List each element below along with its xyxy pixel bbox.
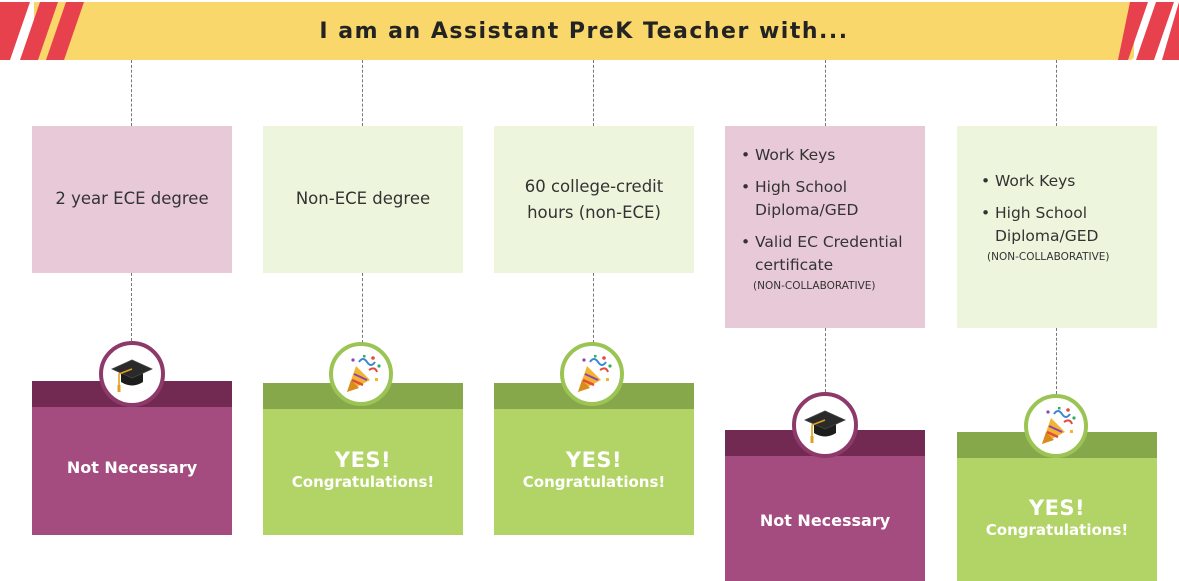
- connector-line: [825, 60, 826, 126]
- list-item: High School Diploma/GED: [979, 202, 1149, 248]
- option-box: Non-ECE degree: [263, 126, 463, 273]
- footnote: (NON-COLLABORATIVE): [753, 280, 876, 292]
- option-box: 2 year ECE degree: [32, 126, 232, 273]
- party-popper-icon: [1042, 407, 1076, 444]
- result-box: YES! Congratulations!: [494, 383, 694, 535]
- result-headline: YES!: [334, 448, 392, 472]
- connector-line: [593, 60, 594, 126]
- result-headline: YES!: [565, 448, 623, 472]
- result-subline: Congratulations!: [985, 520, 1129, 539]
- icon-circle: [1024, 394, 1088, 458]
- party-popper-icon: [347, 355, 381, 392]
- page-title: I am an Assistant PreK Teacher with...: [319, 18, 849, 44]
- option-label: Non-ECE degree: [295, 189, 431, 209]
- graduation-cap-icon: [804, 410, 846, 443]
- icon-circle: [329, 342, 393, 406]
- list-item: Work Keys: [979, 170, 1149, 193]
- list-item: High School Diploma/GED: [739, 176, 917, 222]
- requirement-list: Work Keys High School Diploma/GED Valid …: [739, 144, 917, 277]
- result-subline: Congratulations!: [522, 473, 666, 491]
- result-label: Not Necessary: [66, 458, 198, 477]
- party-popper-icon: [578, 355, 612, 392]
- result-headline: YES!: [1028, 495, 1086, 520]
- requirement-list: Work Keys High School Diploma/GED: [979, 170, 1149, 248]
- decorative-stripes-left: [0, 2, 84, 60]
- list-item: Valid EC Credential certificate: [739, 231, 917, 277]
- header-banner: [34, 2, 1134, 60]
- footnote: (NON-COLLABORATIVE): [987, 251, 1110, 263]
- connector-line: [1056, 328, 1057, 394]
- decorative-stripes-right: [1118, 2, 1179, 60]
- connector-line: [825, 328, 826, 392]
- option-box: 60 college-credit hours (non-ECE): [494, 126, 694, 273]
- graduation-cap-icon: [111, 359, 153, 392]
- option-box: Work Keys High School Diploma/GED (NON-C…: [957, 126, 1157, 328]
- option-box: Work Keys High School Diploma/GED Valid …: [725, 126, 925, 328]
- icon-circle: [560, 342, 624, 406]
- list-item: Work Keys: [739, 144, 917, 167]
- connector-line: [131, 60, 132, 126]
- connector-line: [131, 273, 132, 341]
- option-label: 60 college-credit hours (non-ECE): [524, 177, 664, 223]
- result-subline: Congratulations!: [291, 473, 435, 491]
- connector-line: [362, 273, 363, 343]
- connector-line: [593, 273, 594, 343]
- connector-line: [1056, 60, 1057, 126]
- result-label: Not Necessary: [759, 510, 891, 530]
- icon-circle: [99, 341, 165, 407]
- icon-circle: [792, 392, 858, 458]
- option-label: 2 year ECE degree: [55, 189, 209, 209]
- connector-line: [362, 60, 363, 126]
